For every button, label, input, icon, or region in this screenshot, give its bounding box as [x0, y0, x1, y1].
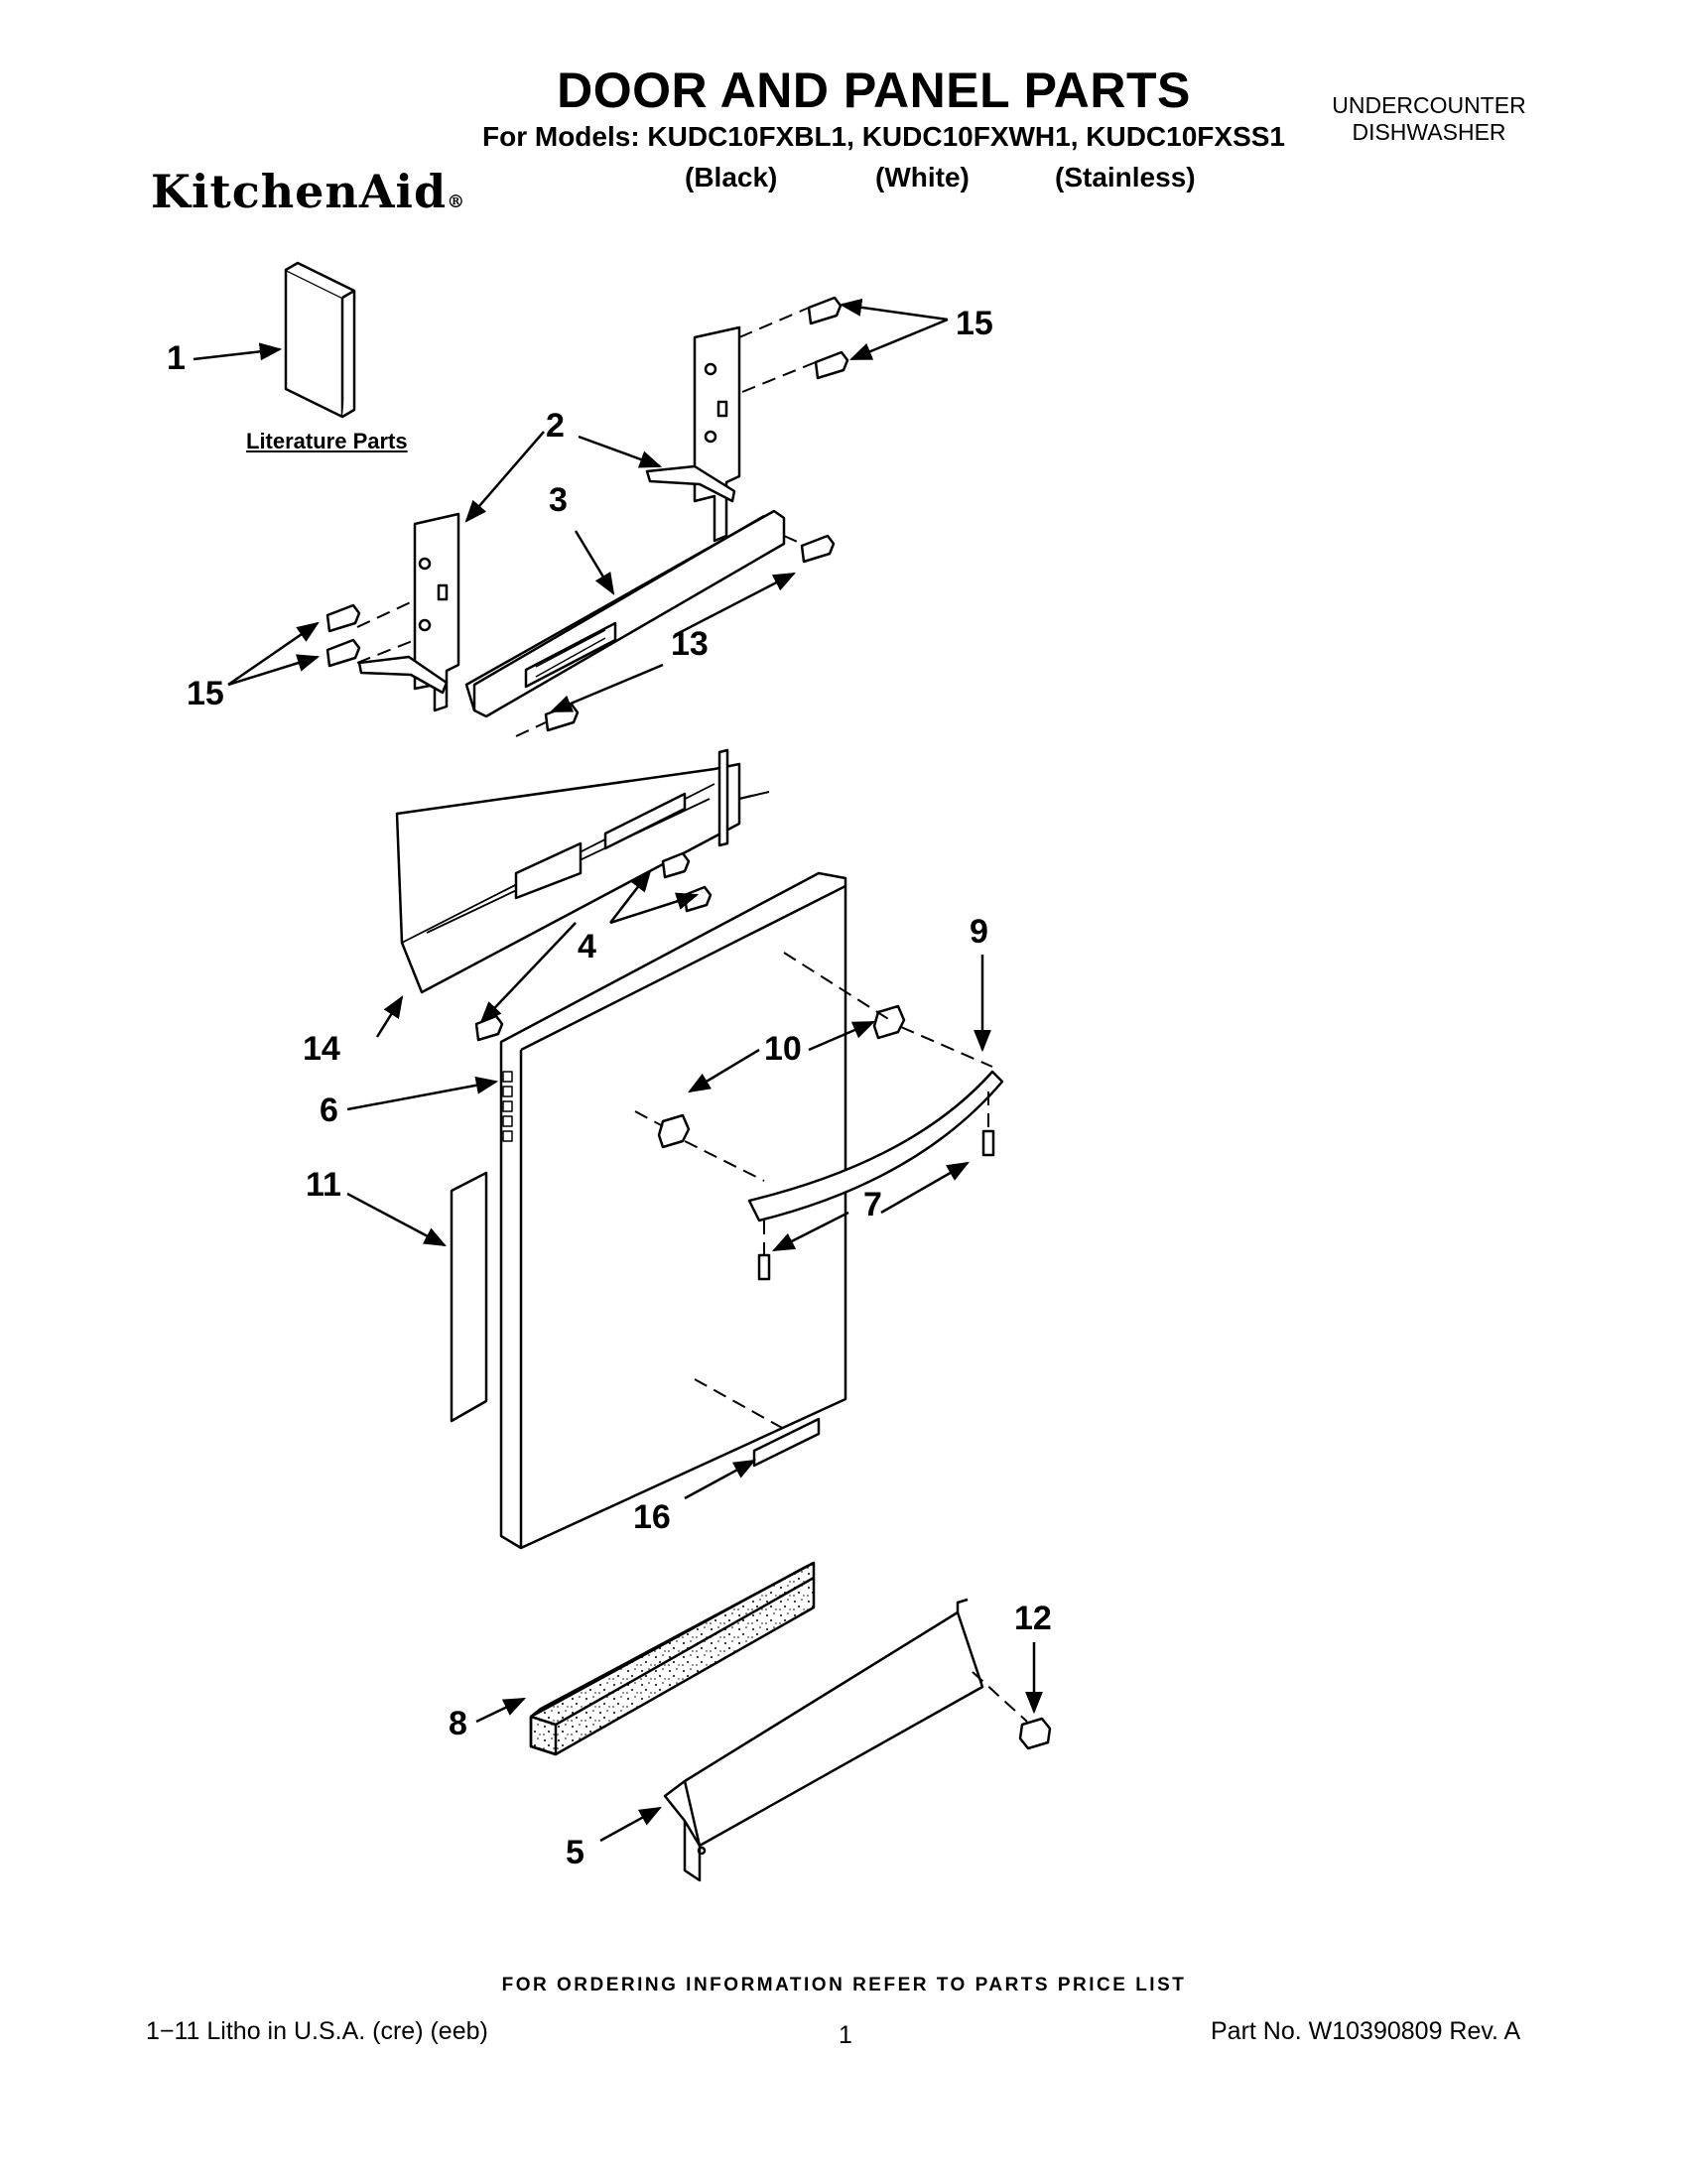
callout-arrows [193, 298, 1043, 1843]
callout-13: 13 [671, 625, 709, 663]
color-label-white: (White) [875, 162, 970, 193]
callout-numbers: 1 2 3 4 5 6 7 8 9 10 11 12 13 14 15 15 1… [167, 305, 1052, 1871]
callout-5: 5 [566, 1834, 584, 1871]
handle-spacers [657, 1004, 906, 1149]
callout-7: 7 [863, 1186, 882, 1223]
foam-insulation-block [529, 1561, 816, 1756]
callout-4: 4 [578, 928, 596, 965]
registered-mark: ® [447, 192, 466, 212]
callout-1: 1 [167, 339, 186, 377]
callout-15-left: 15 [187, 675, 224, 712]
literature-booklet [284, 261, 356, 419]
page-number: 1 [839, 2021, 852, 2049]
litho-note: 1−11 Litho in U.S.A. (cre) (eeb) [146, 2017, 488, 2045]
appliance-type-line-1: UNDERCOUNTER [1332, 92, 1526, 118]
inner-door-panel [499, 871, 847, 1550]
callout-2: 2 [546, 407, 565, 445]
hinge-bracket-left [357, 512, 460, 712]
page-title: DOOR AND PANEL PARTS [557, 63, 1191, 118]
brand-logo: KitchenAid® [151, 165, 465, 218]
assembly-guide-lines [356, 307, 1028, 1723]
callout-14: 14 [303, 1030, 340, 1068]
ordering-note: FOR ORDERING INFORMATION REFER TO PARTS … [501, 1975, 1187, 1995]
brand-name: KitchenAid [151, 165, 448, 218]
door-handle [747, 1070, 1004, 1222]
callout-8: 8 [449, 1705, 467, 1742]
color-label-stainless: (Stainless) [1055, 162, 1196, 193]
callout-3: 3 [549, 481, 568, 519]
toe-panel-screw [1018, 1717, 1052, 1750]
part-number: Part No. W10390809 Rev. A [1211, 2017, 1521, 2045]
appliance-type-line-2: DISHWASHER [1352, 119, 1506, 145]
callout-11: 11 [306, 1166, 341, 1204]
callout-16: 16 [633, 1498, 671, 1536]
control-housing [395, 748, 770, 994]
callout-9: 9 [970, 913, 988, 951]
literature-parts-label: Literature Parts [246, 429, 408, 453]
callout-15-right: 15 [956, 305, 993, 342]
color-label-black: (Black) [685, 162, 778, 193]
callout-10: 10 [764, 1030, 802, 1068]
door-support-strip [464, 509, 786, 718]
hinge-bracket-right [645, 325, 741, 543]
callout-6: 6 [320, 1092, 338, 1129]
callout-12: 12 [1014, 1600, 1052, 1637]
model-list: For Models: KUDC10FXBL1, KUDC10FXWH1, KU… [481, 121, 1286, 152]
toe-panel [663, 1598, 984, 1882]
insulation-panel [450, 1171, 488, 1423]
